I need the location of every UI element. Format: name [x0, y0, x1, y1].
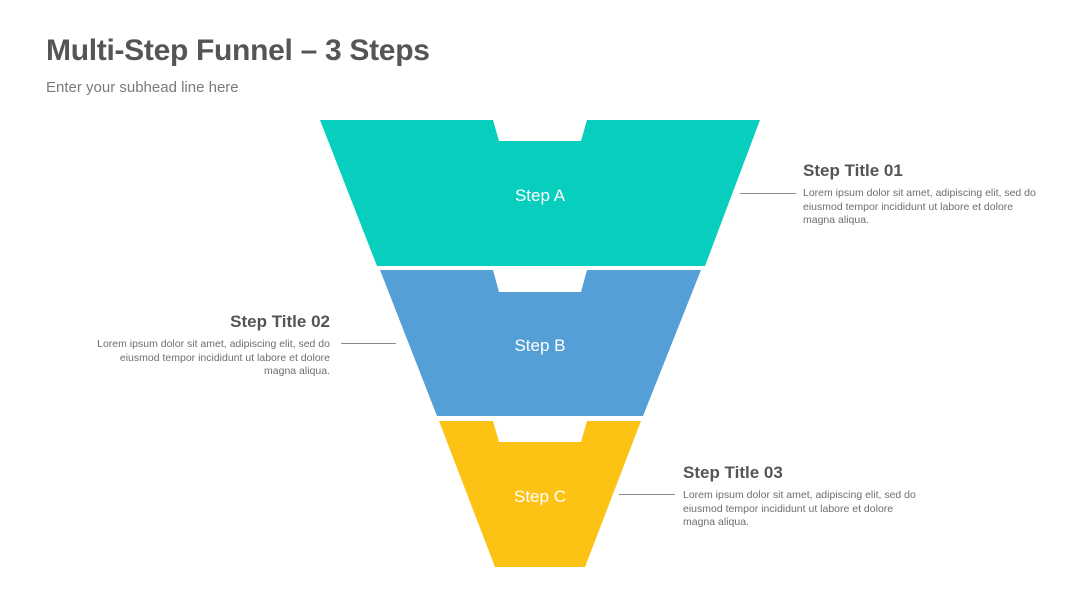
step-a-label: Step A	[515, 186, 566, 205]
page-title: Multi-Step Funnel – 3 Steps	[46, 34, 430, 67]
step-body-02: Lorem ipsum dolor sit amet, adipiscing e…	[97, 338, 330, 377]
funnel-segment-b	[380, 270, 701, 416]
connector-step-01	[740, 193, 796, 194]
page-subhead: Enter your subhead line here	[46, 79, 239, 96]
step-title-02: Step Title 02	[230, 312, 330, 331]
callout-step-02: Step Title 02 Lorem ipsum dolor sit amet…	[90, 312, 330, 379]
step-body-03: Lorem ipsum dolor sit amet, adipiscing e…	[683, 489, 916, 528]
step-b-label: Step B	[514, 336, 565, 355]
step-body-01: Lorem ipsum dolor sit amet, adipiscing e…	[803, 187, 1036, 226]
step-c-label: Step C	[514, 487, 566, 506]
funnel-segment-c	[439, 421, 641, 567]
connector-step-02	[341, 343, 396, 344]
funnel-segment-a	[320, 120, 760, 266]
step-title-01: Step Title 01	[803, 161, 903, 180]
step-title-03: Step Title 03	[683, 463, 783, 482]
callout-step-01: Step Title 01 Lorem ipsum dolor sit amet…	[803, 161, 1043, 228]
connector-step-03	[619, 494, 675, 495]
callout-step-03: Step Title 03 Lorem ipsum dolor sit amet…	[683, 463, 923, 530]
